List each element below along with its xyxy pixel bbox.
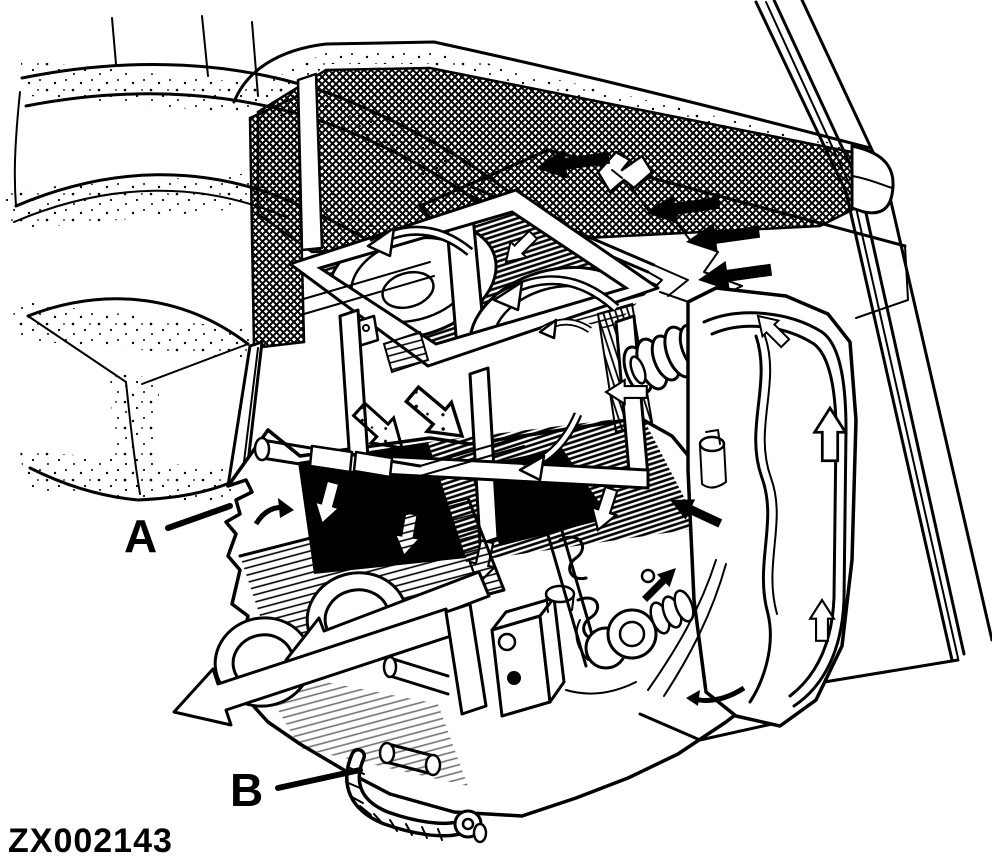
callout-b-label: B bbox=[230, 764, 263, 816]
drain-hose bbox=[345, 741, 488, 844]
figure-code: ZX002143 bbox=[8, 822, 173, 860]
refrigerant-fittings bbox=[544, 522, 695, 695]
vent-clip-bracket bbox=[596, 150, 654, 194]
callout-a: A bbox=[124, 503, 233, 562]
beam-end-cap bbox=[850, 144, 895, 215]
right-duct-panel bbox=[638, 286, 858, 742]
curved-airflow-arrow bbox=[518, 412, 583, 482]
callout-b: B bbox=[230, 764, 363, 816]
blower-rotation-arrows bbox=[366, 225, 620, 340]
callout-a-label: A bbox=[124, 510, 157, 562]
panel-base-arrow bbox=[686, 598, 835, 706]
frame-leg bbox=[468, 366, 500, 546]
expansion-valve bbox=[382, 584, 576, 718]
heater-pipe bbox=[253, 435, 525, 485]
cab-corner-post bbox=[248, 94, 306, 350]
duct-outlets bbox=[172, 570, 491, 727]
cab-pillar bbox=[616, 0, 992, 718]
lip-airflow-arrow bbox=[253, 498, 294, 526]
